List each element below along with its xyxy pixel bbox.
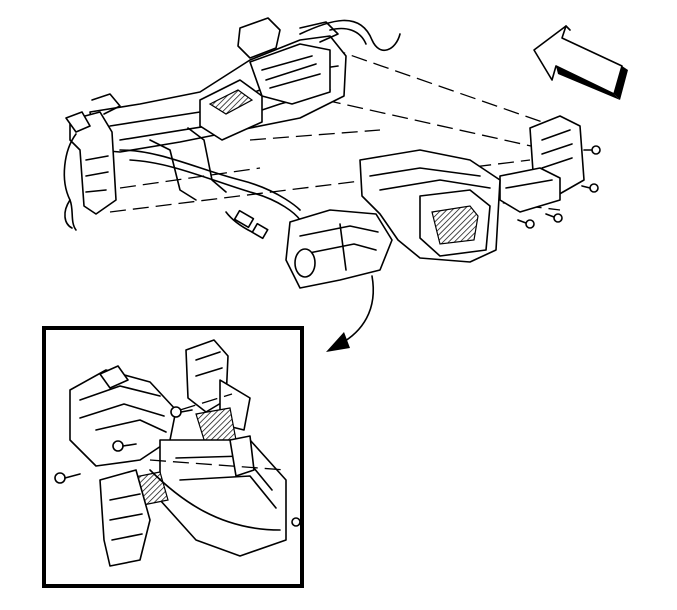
instrument-panel-carrier [63,17,401,240]
steering-column-support [285,149,501,289]
right-side-bracket [499,115,585,213]
callout-arrow-icon [326,275,374,352]
detail-inset [42,326,304,588]
direction-arrow-icon [533,25,628,100]
bolt-icon [517,145,601,229]
